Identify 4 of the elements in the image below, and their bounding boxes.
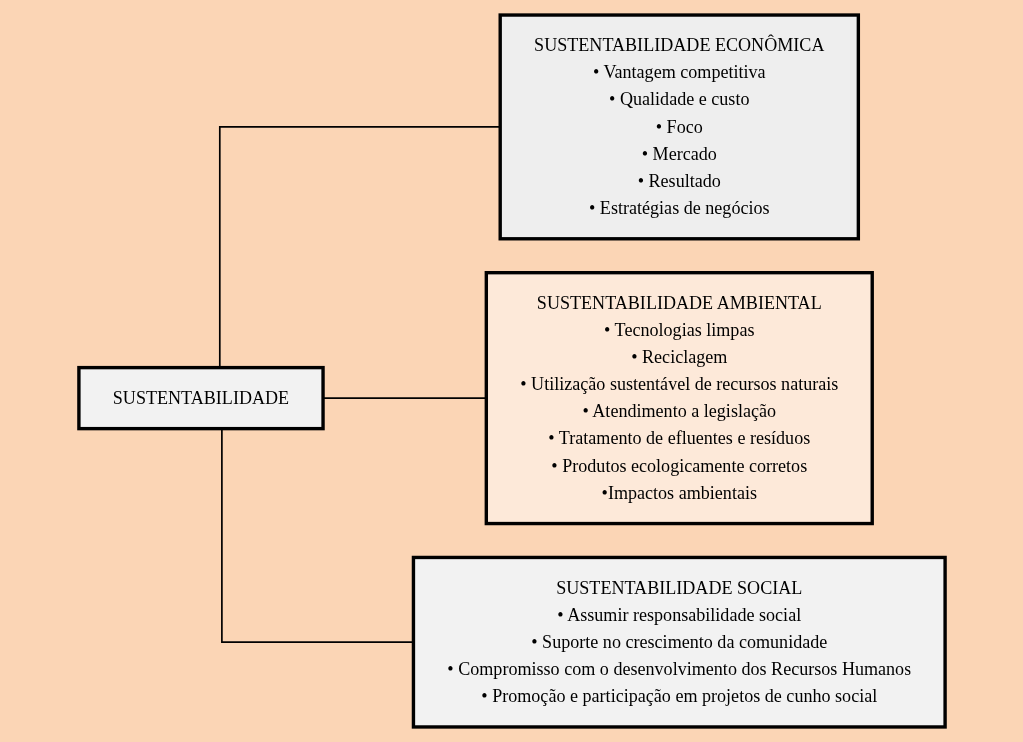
node-box: SUSTENTABILIDADE (76, 365, 325, 431)
node-box: SUSTENTABILIDADE ECONÔMICA • Vantagem competitiva • Qualidade e custo • Foco • Mercado • Resultado • Estratégias de negócios (498, 13, 860, 241)
node-box: SUSTENTABILIDADE AMBIENTAL • Tecnologias limpas • Reciclagem • Utilização sustentável de recursos naturais • Atendimento a legislação • Tratamento de efluentes e resíduos • Produtos ecologicamente corretos •Impactos ambientais (484, 271, 874, 526)
node-box: SUSTENTABILIDADE SOCIAL • Assumir responsabilidade social • Suporte no crescimento da comunidade • Compromisso com o desenvolvimento dos Recursos Humanos • Promoção e participação em projetos de cunho social (411, 555, 947, 729)
